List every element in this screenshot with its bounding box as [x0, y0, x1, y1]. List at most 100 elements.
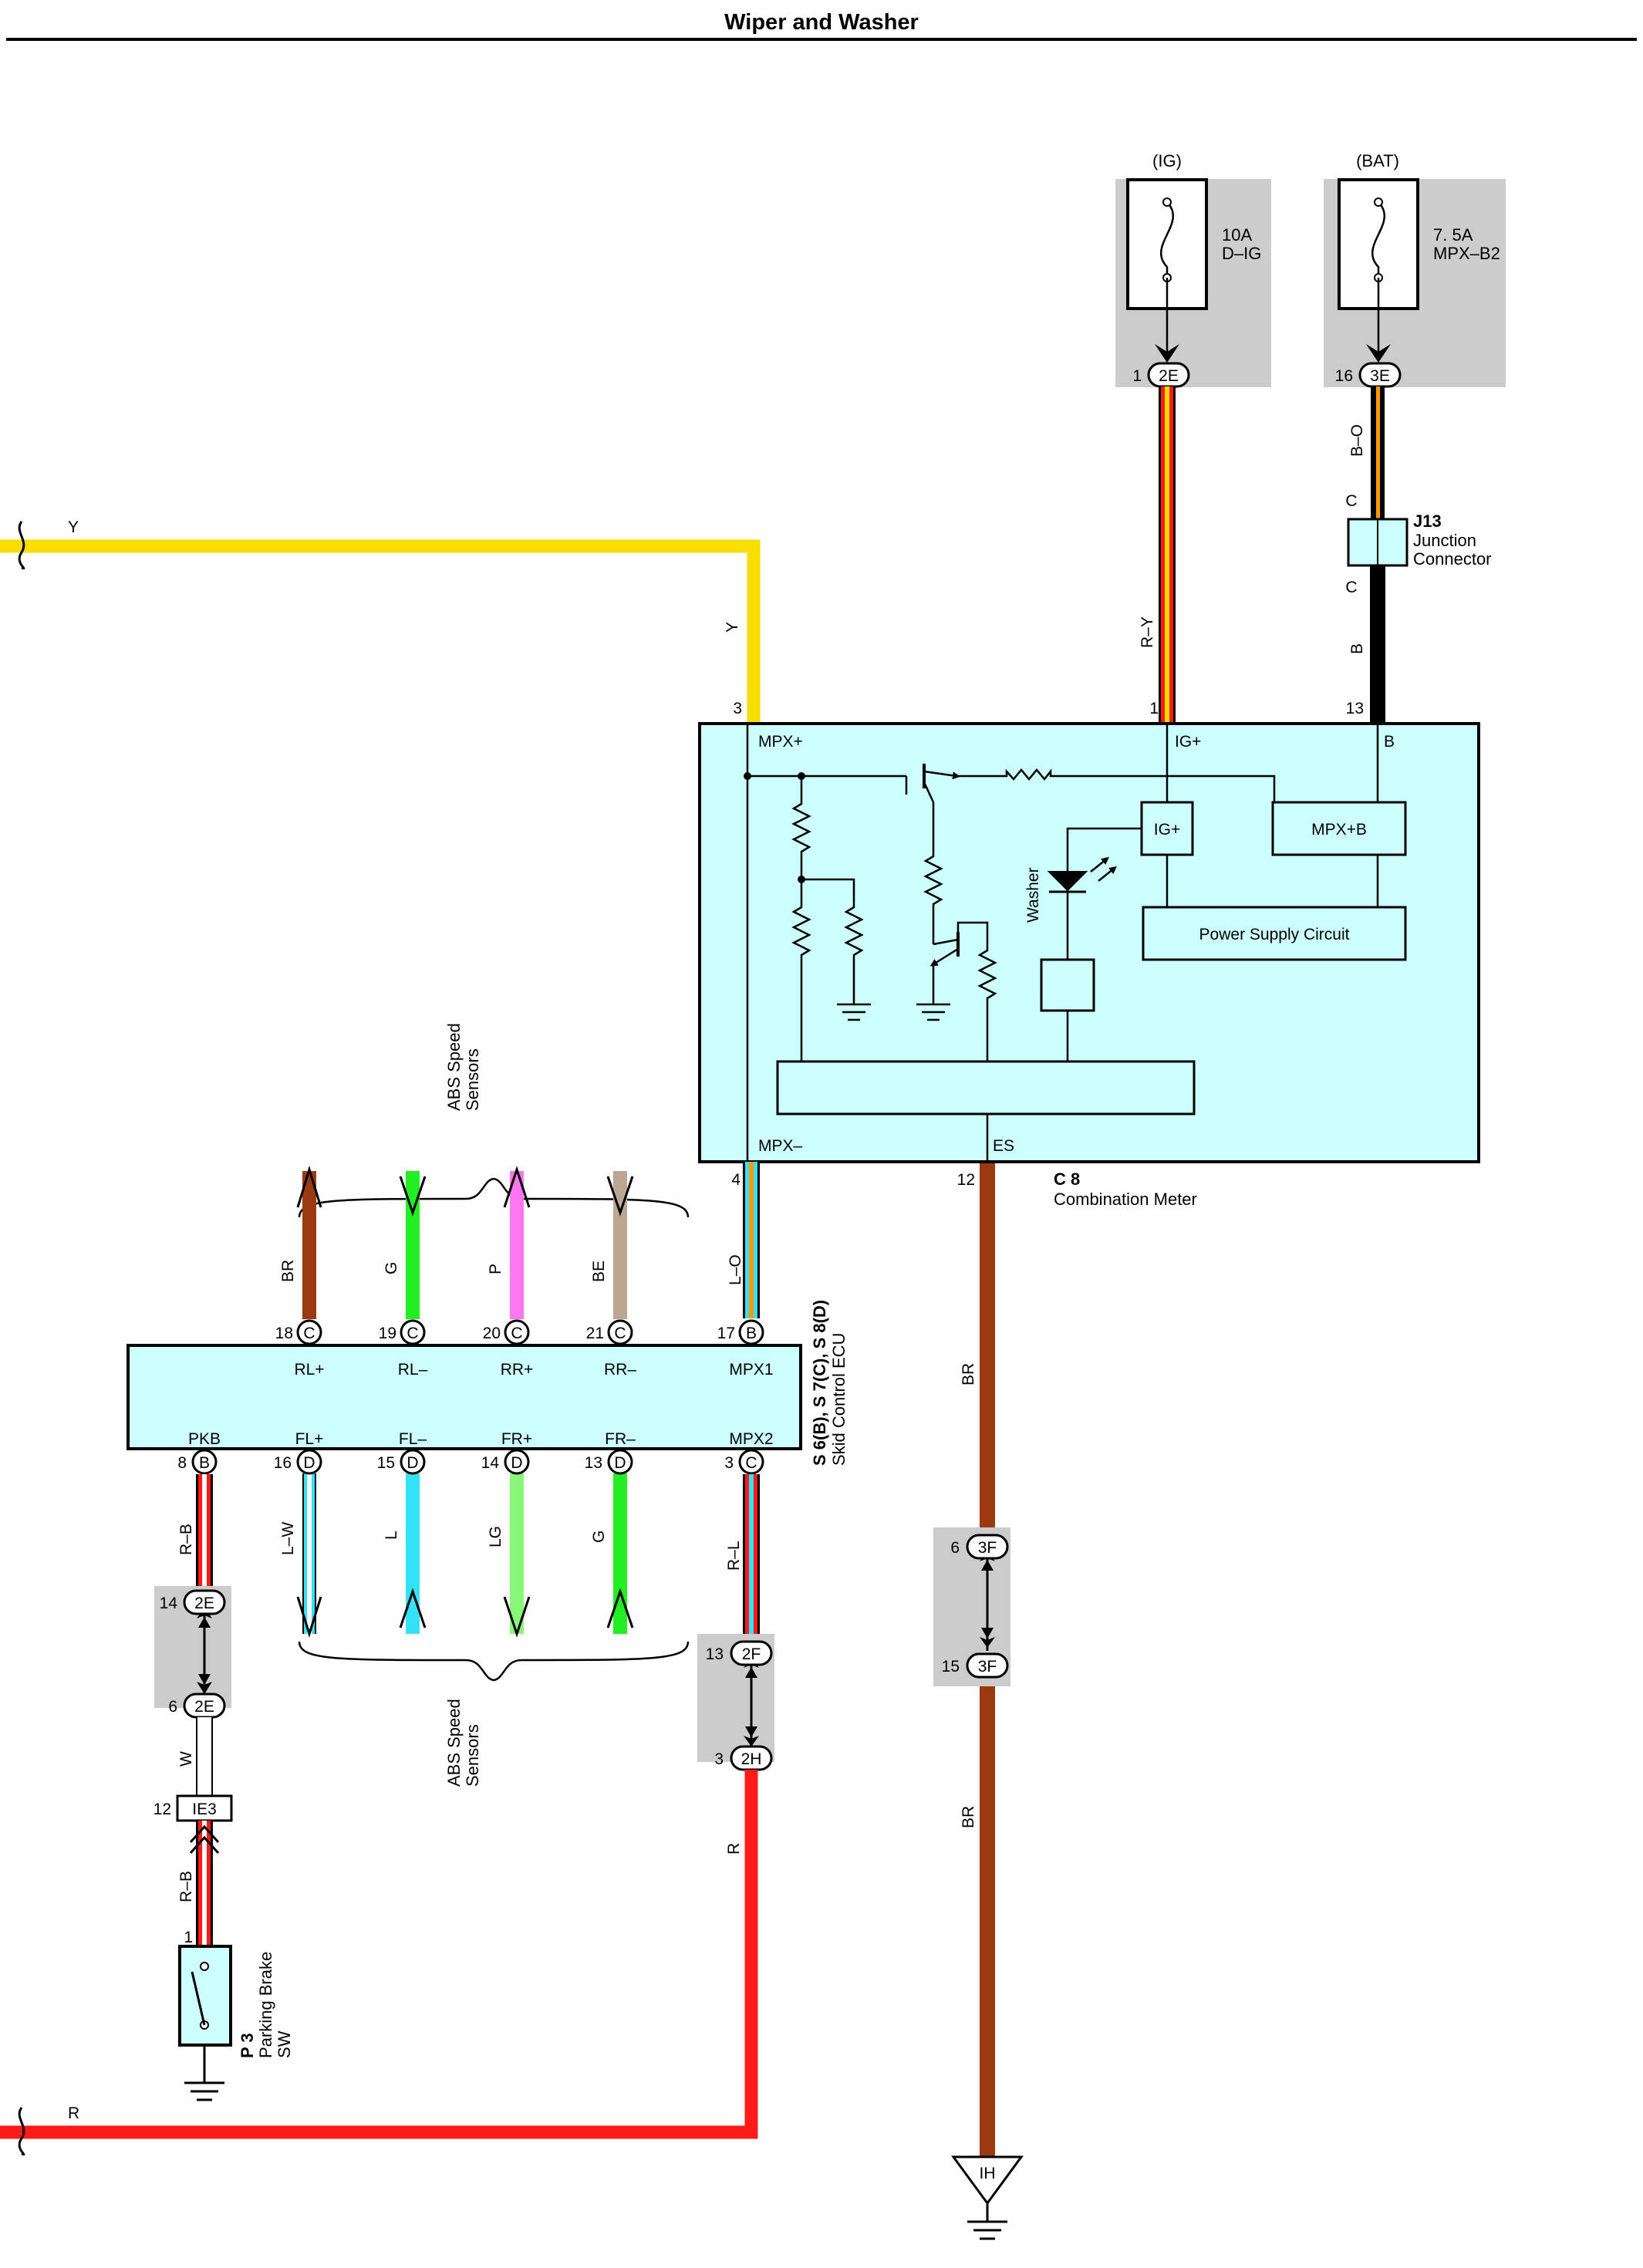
wire-br-es-label-1: BR: [960, 1363, 977, 1385]
ecu-bottom-pin-3: 15: [377, 1454, 395, 1472]
ground-icon-switch: [184, 2081, 224, 2101]
wire-r-label: R: [68, 2104, 79, 2122]
connector-3f-15: [966, 1652, 1009, 1679]
connector-3f-15-pin: 15: [942, 1658, 960, 1676]
abs-bottom-label-2: Sensors: [463, 1724, 482, 1787]
ecu-top-conn-1: C: [303, 1325, 315, 1342]
connector-2e-14-pin: 14: [160, 1595, 178, 1612]
meter-ig-box-label: IG+: [1154, 821, 1180, 839]
wire-r-y-label: R–Y: [1139, 616, 1156, 648]
meter-pin-mpx-plus: 3: [733, 700, 742, 717]
wire-r-l-label: R–L: [725, 1541, 743, 1571]
wire-r-y: [1159, 386, 1176, 723]
wire-b-o: [1371, 386, 1385, 519]
connector-3f-6-pin: 6: [950, 1539, 960, 1557]
fuse-bat-name: MPX–B2: [1433, 244, 1500, 263]
ecu-term-fl-minus: FL–: [399, 1430, 427, 1448]
fuse-bat-source: (BAT): [1356, 151, 1399, 170]
abs-bottom-wires: [296, 1473, 634, 1639]
connector-2e-6-label: 2E: [194, 1698, 214, 1716]
connector-3f-15-label: 3F: [978, 1658, 997, 1676]
junction-pin-bottom: C: [1345, 579, 1357, 596]
connector-3e-bat-label: 3E: [1370, 367, 1390, 385]
meter-name: Combination Meter: [1054, 1190, 1197, 1209]
connector-3f-6: [966, 1534, 1009, 1560]
fuse-ig-element: [1160, 201, 1174, 278]
connector-2h-label: 2H: [741, 1750, 762, 1768]
ecu-bottom-pin-1: 8: [177, 1454, 187, 1472]
wire-r-b-upper: [196, 1474, 213, 1591]
ecu-bottom-pin-4: 14: [481, 1454, 500, 1472]
wire-l-label: L: [383, 1531, 400, 1540]
wire-b-o-label: B–O: [1348, 424, 1366, 457]
wire-lg-label: LG: [487, 1526, 504, 1547]
ecu-bottom-conn-3: D: [407, 1454, 418, 1472]
connector-ie3-pin: 12: [154, 1801, 171, 1818]
ecu-top-terminals: [296, 1319, 764, 1345]
abs-top-wires: [296, 1165, 634, 1319]
wire-r-b-upper-label: R–B: [177, 1524, 195, 1555]
abs-top-brace: [298, 1177, 690, 1218]
wire-r-vertical-label: R: [725, 1843, 743, 1855]
skid-control-ecu-box: [127, 1344, 802, 1450]
ecu-top-pin-3: 20: [483, 1325, 501, 1342]
wire-g-bottom-label: G: [590, 1531, 608, 1543]
ecu-bottom-conn-4: D: [511, 1454, 522, 1472]
ecu-term-rl-minus: RL–: [398, 1361, 428, 1379]
ecu-term-rr-minus: RR–: [604, 1361, 636, 1379]
ie3-chevron-2: [189, 1835, 220, 1855]
meter-pin-es: 12: [957, 1171, 975, 1189]
fuse-ig-rating: 10A: [1222, 225, 1252, 245]
connector-2e-ig-label: 2E: [1159, 367, 1179, 385]
ecu-top-conn-2: C: [407, 1325, 418, 1342]
wire-br-top-label: BR: [279, 1260, 297, 1282]
fuse-ig-pin: 1: [1132, 367, 1142, 385]
fuse-bat-rating: 7. 5A: [1433, 225, 1473, 245]
connector-ie3-label: IE3: [192, 1801, 217, 1818]
ecu-bottom-conn-2: D: [303, 1454, 315, 1472]
meter-power-supply-label: Power Supply Circuit: [1199, 926, 1350, 943]
junction-name-2: Connector: [1413, 549, 1492, 569]
ecu-term-rl-plus: RL+: [294, 1361, 324, 1379]
fuse-bat-element: [1371, 201, 1385, 278]
ecu-name: Skid Control ECU: [829, 1333, 848, 1466]
fuse-ig-arrow: [1155, 344, 1179, 363]
ecu-top-pin-1: 18: [275, 1325, 293, 1342]
ecu-top-pin-4: 21: [586, 1325, 604, 1342]
abs-top-label-1: ABS Speed: [444, 1023, 464, 1111]
ecu-top-conn-3: C: [511, 1325, 522, 1342]
page-title: Wiper and Washer: [724, 10, 919, 35]
switch-name-1: Parking Brake: [256, 1952, 275, 2058]
ecu-bottom-pin-5: 13: [585, 1454, 602, 1472]
ecu-term-fr-plus: FR+: [501, 1430, 532, 1448]
fuse-ig-source: (IG): [1152, 151, 1182, 170]
wire-be-top-label: BE: [590, 1261, 608, 1282]
ecu-bottom-terminals: [191, 1449, 764, 1475]
connector-2e-14: [183, 1589, 226, 1615]
ecu-term-pkb: PKB: [188, 1430, 221, 1448]
ecu-top-pin-5: 17: [717, 1325, 735, 1342]
meter-mpxb-box-label: MPX+B: [1311, 821, 1367, 839]
meter-washer-label: Washer: [1024, 867, 1042, 923]
connector-2e-14-label: 2E: [194, 1595, 214, 1612]
connector-2h-pin: 3: [714, 1750, 724, 1768]
wire-w-label: W: [177, 1751, 195, 1767]
wire-p-top-label: P: [487, 1264, 504, 1274]
fuse-bat-arrow: [1366, 344, 1391, 363]
ecu-bottom-conn-5: D: [614, 1454, 626, 1472]
connector-2e-6-pin: 6: [168, 1698, 177, 1716]
ecu-bottom-pin-6: 3: [724, 1454, 734, 1472]
connector-3f-6-label: 3F: [978, 1539, 997, 1557]
wire-l-o: [743, 1162, 760, 1318]
wire-w: [196, 1717, 213, 1796]
wire-b: [1370, 565, 1385, 723]
ground-point-ih: [951, 2155, 1024, 2206]
wire-r-l: [743, 1474, 760, 1638]
combination-meter-box: [698, 722, 1480, 1163]
ecu-top-pin-2: 19: [379, 1325, 396, 1342]
wire-r-b-lower-label: R–B: [177, 1871, 195, 1902]
junction-name-1: Junction: [1413, 531, 1476, 550]
switch-name-2: SW: [275, 2030, 294, 2058]
ecu-bottom-conn-1: B: [199, 1454, 210, 1472]
ecu-top-conn-5: B: [746, 1325, 757, 1342]
